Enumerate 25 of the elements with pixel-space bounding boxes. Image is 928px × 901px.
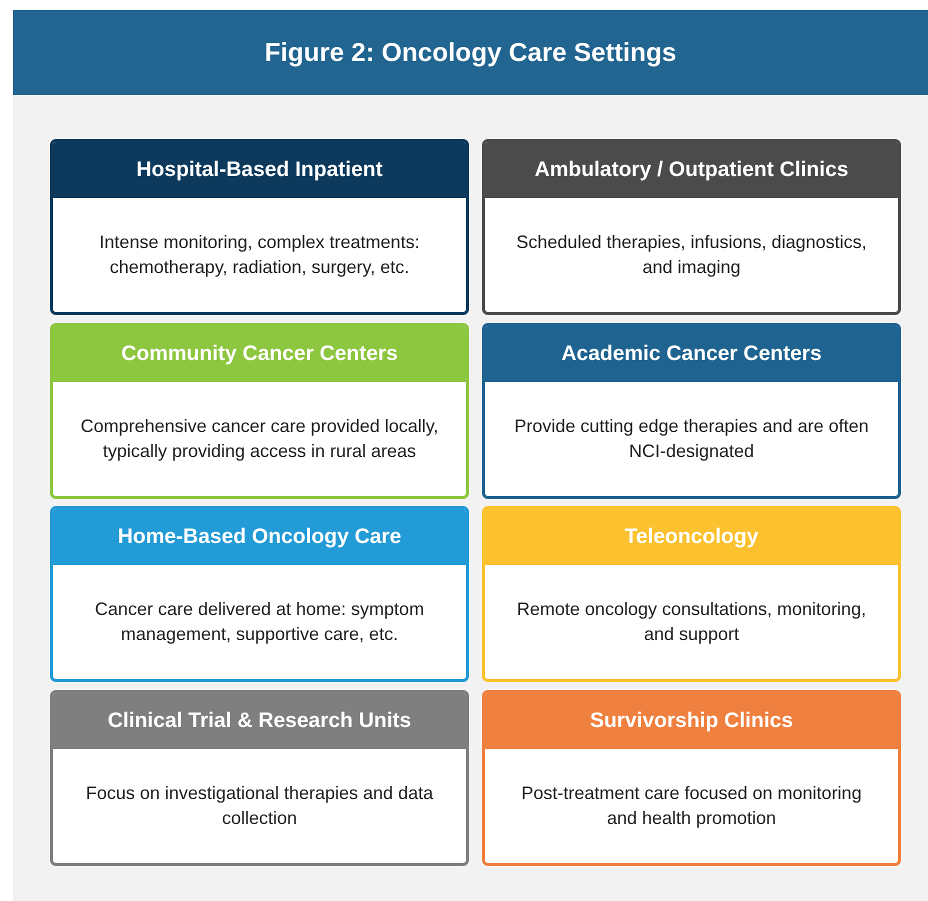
card-description: Remote oncology consultations, monitoring, and support	[516, 598, 868, 646]
card-heading: Community Cancer Centers	[53, 326, 466, 382]
card-description: Comprehensive cancer care provided locally, typically providing access in rural areas	[80, 415, 440, 463]
card-description: Focus on investigational therapies and data collection	[84, 782, 434, 830]
setting-card	[50, 690, 469, 866]
setting-card	[482, 690, 901, 866]
card-description: Post-treatment care focused on monitoring and health promotion	[520, 782, 863, 830]
setting-card	[50, 323, 469, 499]
card-heading: Teleoncology	[485, 509, 898, 565]
card-description: Intense monitoring, complex treatments: chemotherapy, radiation, surgery, etc.	[98, 231, 421, 279]
card-heading: Hospital-Based Inpatient	[53, 142, 466, 198]
setting-card	[50, 506, 469, 682]
card-description: Provide cutting edge therapies and are often NCI-designated	[513, 415, 870, 463]
setting-card	[482, 506, 901, 682]
setting-card	[482, 139, 901, 315]
card-heading: Ambulatory / Outpatient Clinics	[485, 142, 898, 198]
card-description: Cancer care delivered at home: symptom management, supportive care, etc.	[94, 598, 426, 646]
setting-card	[50, 139, 469, 315]
setting-card	[482, 323, 901, 499]
card-description: Scheduled therapies, infusions, diagnostics, and imaging	[515, 231, 868, 279]
card-heading: Clinical Trial & Research Units	[53, 693, 466, 749]
title-banner: Figure 2: Oncology Care Settings	[13, 10, 928, 95]
card-heading: Home-Based Oncology Care	[53, 509, 466, 565]
card-heading: Academic Cancer Centers	[485, 326, 898, 382]
card-heading: Survivorship Clinics	[485, 693, 898, 749]
